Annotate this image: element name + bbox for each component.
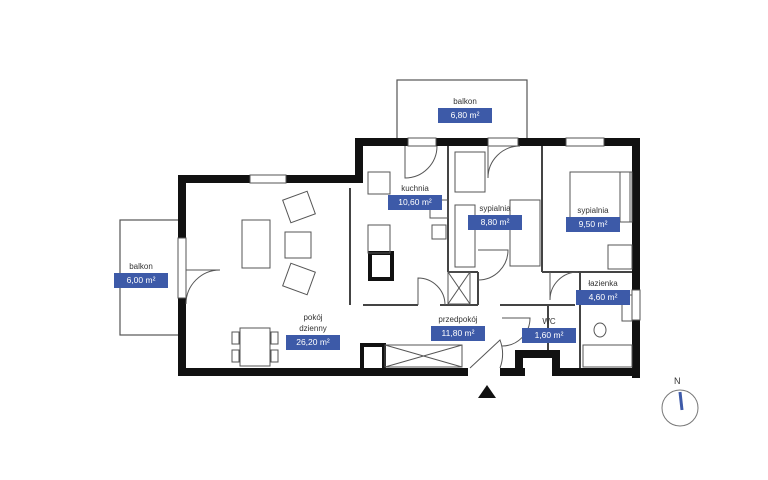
room-name: łazienka <box>588 279 618 288</box>
room-name: balkon <box>453 97 477 106</box>
windows <box>177 137 641 321</box>
room-label-pokoj-dzienny: pokój dzienny 26,20 m² <box>275 312 351 350</box>
room-label-sypialnia-2: sypialnia 9,50 m² <box>558 205 628 232</box>
room-name: WC <box>542 317 556 326</box>
room-label-sypialnia-1: sypialnia 8,80 m² <box>460 203 530 230</box>
interior-walls <box>349 146 632 368</box>
room-label-balkon-top: balkon 6,80 m² <box>430 96 500 123</box>
room-name: kuchnia <box>401 184 429 193</box>
room-name: sypialnia <box>479 204 511 213</box>
room-label-wc: WC 1,60 m² <box>514 316 584 343</box>
room-area: 26,20 m² <box>286 335 340 350</box>
room-label-lazienka: łazienka 4,60 m² <box>568 278 638 305</box>
living-room-furniture <box>231 190 316 367</box>
room-name: pokój dzienny <box>299 313 327 333</box>
room-name: sypialnia <box>577 206 609 215</box>
room-label-kuchnia: kuchnia 10,60 m² <box>380 183 450 210</box>
compass-north-label: N <box>674 376 681 386</box>
room-area: 4,60 m² <box>576 290 630 305</box>
room-area: 6,80 m² <box>438 108 492 123</box>
room-label-balkon-left: balkon 6,00 m² <box>106 261 176 288</box>
room-area: 11,80 m² <box>431 326 485 341</box>
room-label-przedpokoj: przedpokój 11,80 m² <box>420 314 496 341</box>
room-area: 6,00 m² <box>114 273 168 288</box>
compass-icon <box>661 389 699 427</box>
room-area: 9,50 m² <box>566 217 620 232</box>
room-name: przedpokój <box>438 315 478 324</box>
room-area: 10,60 m² <box>388 195 442 210</box>
room-area: 1,60 m² <box>522 328 576 343</box>
room-area: 8,80 m² <box>468 215 522 230</box>
room-name: balkon <box>129 262 153 271</box>
entrance-arrow-icon <box>478 385 496 398</box>
